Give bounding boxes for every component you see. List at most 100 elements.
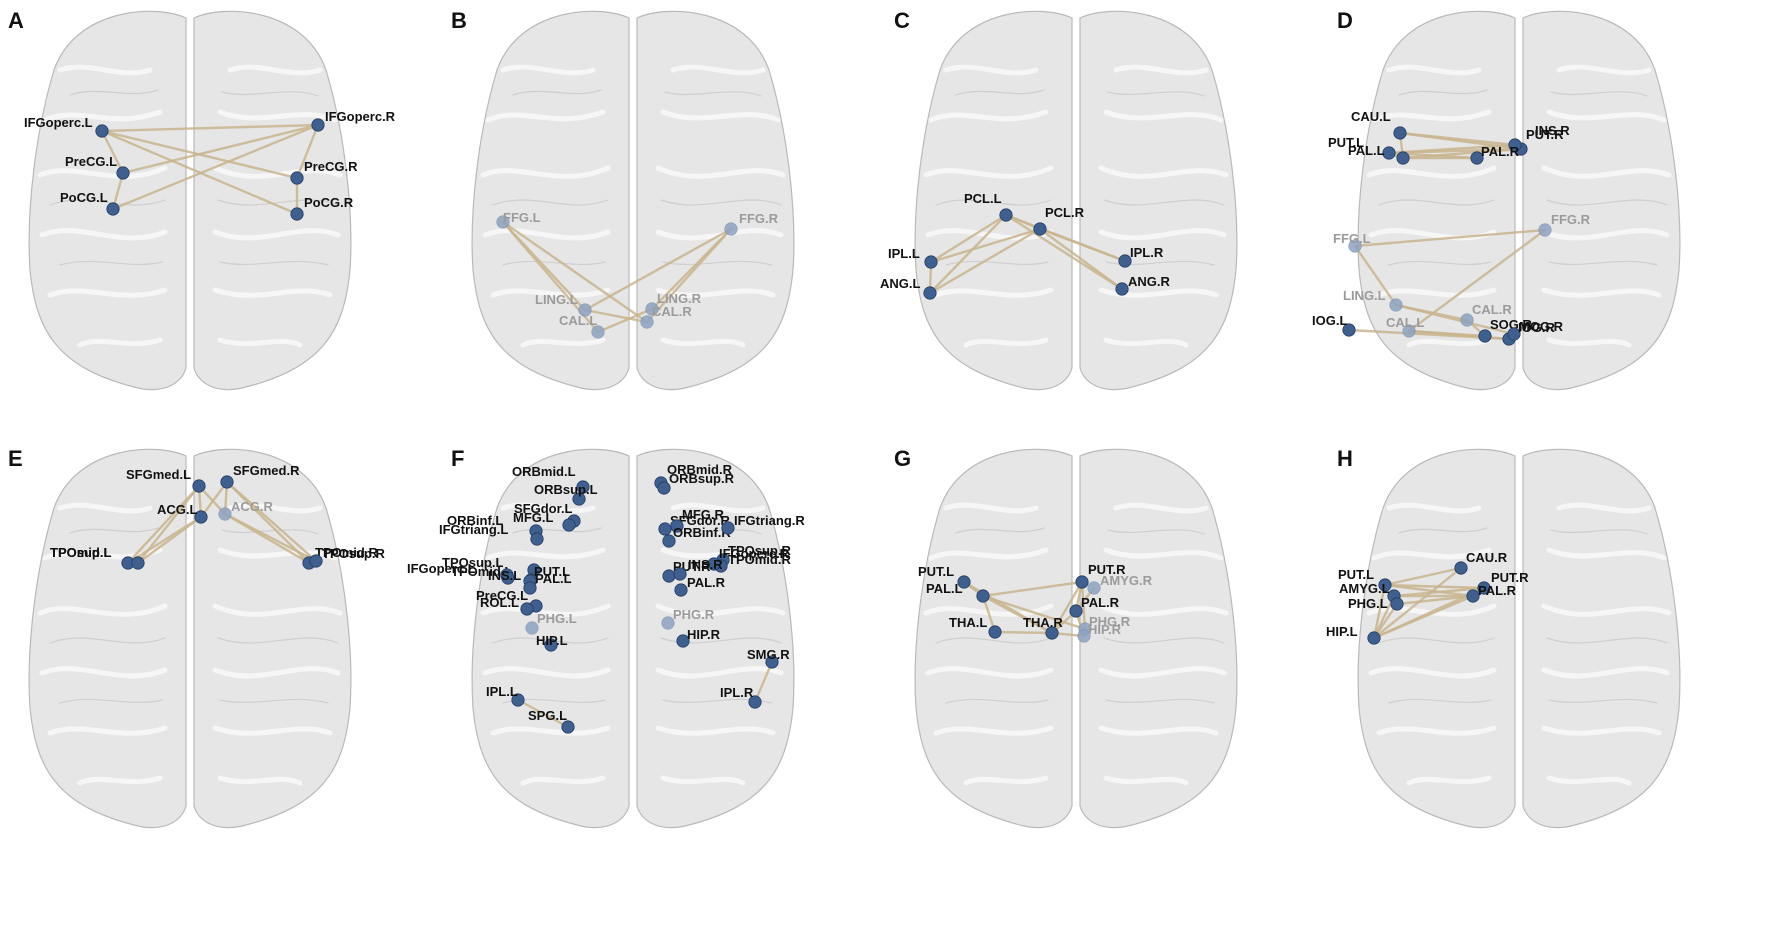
region-label: PreCG.R: [304, 159, 358, 174]
connection-edge: [1038, 227, 1124, 291]
gyrus-fold: [1541, 228, 1670, 241]
gyrus-fold: [490, 725, 611, 736]
gyrus-fold: [1113, 64, 1209, 76]
region-label: PreCG.L: [476, 588, 528, 603]
sulcus-line: [69, 527, 159, 534]
region-node: [576, 480, 590, 494]
gyrus-fold: [490, 287, 611, 298]
connection-edge: [596, 307, 654, 334]
gyrus-fold: [928, 109, 1049, 123]
gyrus-fold: [1406, 337, 1492, 348]
gyrus-fold: [485, 109, 606, 123]
gyrus-fold: [1556, 64, 1652, 76]
region-label: TPOsup.L: [442, 555, 503, 570]
region-label: PHG.R: [1089, 614, 1131, 629]
region-node: [290, 171, 304, 185]
sulcus-line: [1103, 199, 1225, 206]
connection-edge: [1387, 143, 1517, 155]
gyrus-fold: [57, 502, 153, 514]
region-node: [530, 532, 544, 546]
gyrus-fold: [1371, 547, 1492, 561]
region-node: [501, 571, 515, 585]
region-label: INS.R: [688, 557, 723, 572]
connection-edge: [1395, 594, 1475, 606]
region-label: ORBsup.R: [669, 471, 735, 486]
panel-letter: E: [8, 446, 23, 471]
region-node: [1077, 629, 1091, 643]
sulcus-line: [664, 91, 762, 97]
region-label: TPOsup.R: [728, 543, 791, 558]
region-node: [670, 519, 684, 533]
region-label: IPL.R: [1130, 245, 1164, 260]
gyrus-fold: [47, 287, 168, 298]
sulcus-line: [59, 260, 163, 266]
sulcus-line: [1398, 89, 1488, 96]
region-label: TPOmid.R: [315, 545, 378, 560]
region-label: ACG.R: [231, 499, 274, 514]
region-label: HIP.R: [1088, 622, 1122, 637]
gyrus-fold: [520, 775, 606, 786]
region-label: PHG.R: [673, 607, 715, 622]
region-node: [572, 492, 586, 506]
region-label: ORBinf.L: [447, 513, 503, 528]
gyrus-fold: [1546, 109, 1667, 123]
region-label: PUT.R: [1491, 570, 1529, 585]
gyrus-fold: [923, 165, 1054, 179]
region-node: [661, 616, 675, 630]
region-node: [218, 507, 232, 521]
gyrus-fold: [1371, 109, 1492, 123]
sulcus-line: [1550, 91, 1648, 97]
gyrus-fold: [227, 64, 323, 76]
region-label: ORBsup.L: [534, 482, 598, 497]
region-label: IFGtriang.L: [439, 522, 508, 537]
gyrus-fold: [928, 547, 1049, 561]
sulcus-line: [221, 529, 319, 535]
region-node: [674, 583, 688, 597]
connection-edge: [1392, 586, 1486, 598]
region-label: TPOmid.L: [451, 564, 512, 579]
connection-edge: [223, 512, 318, 563]
region-node: [724, 222, 738, 236]
sulcus-line: [49, 637, 166, 644]
region-node: [1348, 239, 1362, 253]
region-label: IFGoperc.R: [719, 546, 790, 561]
sulcus-line: [219, 260, 329, 266]
gyrus-fold: [1541, 725, 1662, 736]
sulcus-line: [1107, 91, 1205, 97]
region-label: TPOsup.R: [322, 546, 385, 561]
connection-edge: [1353, 244, 1398, 307]
sulcus-line: [219, 698, 329, 704]
region-node: [192, 479, 206, 493]
gyrus-fold: [47, 725, 168, 736]
region-label: PreCG.L: [65, 154, 117, 169]
region-label: SFGmed.L: [126, 467, 191, 482]
region-node: [1382, 146, 1396, 160]
panel-letter: D: [1337, 8, 1353, 33]
gyrus-fold: [660, 337, 746, 348]
connection-edge: [126, 484, 201, 565]
connection-edge: [1004, 213, 1124, 291]
region-label: CAU.L: [1351, 109, 1391, 124]
panel-d: DCAU.LPUT.LPAL.LPUT.RINS.RPAL.RFFG.LFFG.…: [1312, 8, 1681, 391]
connection-edge: [1372, 583, 1387, 640]
gyrus-fold: [212, 228, 341, 241]
region-label: IFGtriang.R: [734, 513, 805, 528]
region-node: [1396, 151, 1410, 165]
connection-edge: [1401, 147, 1523, 160]
gyrus-fold: [1541, 603, 1672, 617]
region-label: ORBinf.R: [673, 525, 731, 540]
sulcus-line: [492, 199, 609, 206]
region-label: PAL.R: [1478, 583, 1517, 598]
gyrus-fold: [655, 725, 776, 736]
gyrus-fold: [933, 725, 1054, 736]
region-node: [511, 693, 525, 707]
region-label: IOG.R: [1518, 320, 1555, 335]
region-node: [924, 255, 938, 269]
gyrus-fold: [1386, 502, 1482, 514]
gyrus-fold: [37, 603, 168, 617]
region-label: PAL.L: [926, 581, 963, 596]
region-label: AMYG.R: [1100, 573, 1153, 588]
gyrus-fold: [925, 666, 1054, 679]
connection-edge: [225, 480, 318, 563]
gyrus-fold: [1376, 725, 1497, 736]
